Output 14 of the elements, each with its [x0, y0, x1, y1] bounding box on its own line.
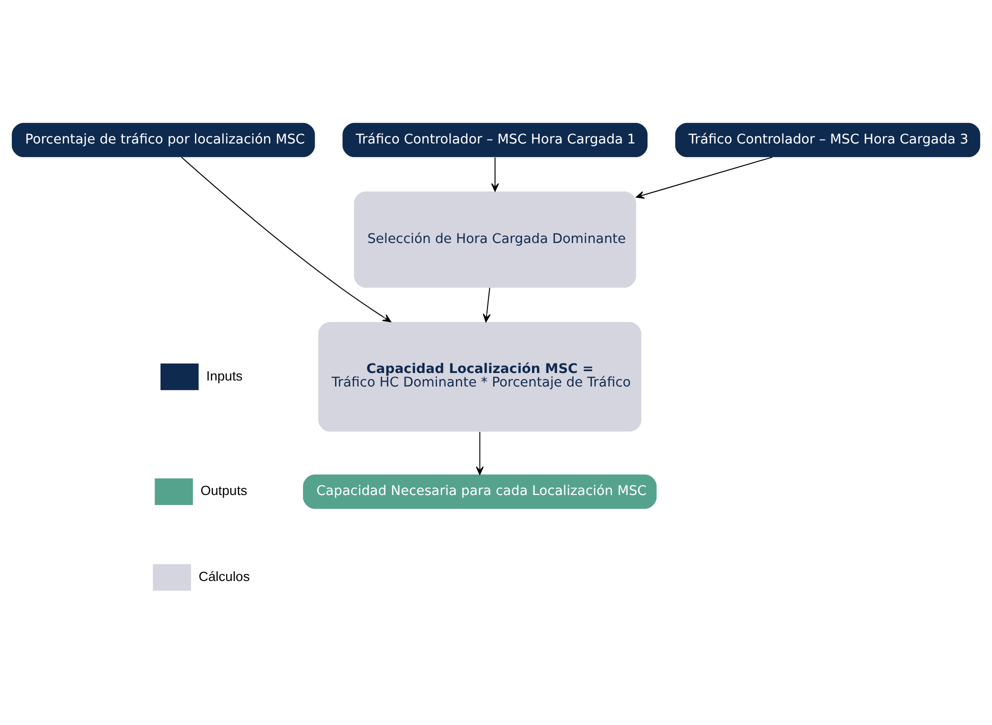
node-box: Capacidad Localización MSC = Tráfico HC Dominante * Porcentaje de Tráfico [318, 322, 642, 432]
arrow [476, 430, 484, 474]
node-box: Porcentaje de tráfico por localización MSC [12, 122, 315, 157]
arrow [636, 156, 773, 198]
legend-label: Inputs [206, 368, 243, 383]
legend-label: Cálculos [198, 568, 250, 584]
node-box: Tráfico Controlador – MSC Hora Cargada 3 [675, 122, 980, 157]
node-box: Selección de Hora Cargada Dominante [354, 190, 636, 288]
node-box: Capacidad Necesaria para cada Localización MSC [303, 474, 657, 508]
node-box: Tráfico Controlador – MSC Hora Cargada 1 [342, 122, 648, 157]
arrow [482, 286, 491, 322]
legend-label: Outputs [200, 482, 248, 498]
arrow [491, 156, 499, 192]
arrow [180, 156, 392, 322]
